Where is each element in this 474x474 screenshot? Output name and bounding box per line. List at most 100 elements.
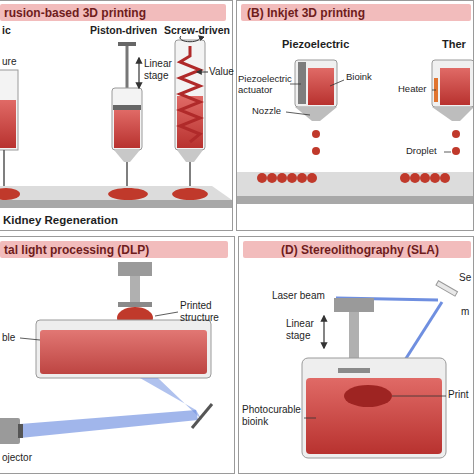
panel-header: (D) Stereolithography (SLA) — [243, 241, 471, 258]
method-name: Piston-driven — [90, 24, 157, 36]
leader-line — [155, 312, 178, 316]
piezo-actuator — [298, 62, 306, 104]
screw — [180, 46, 200, 142]
print-bed-edge — [0, 200, 232, 208]
part-label: Se — [459, 272, 471, 284]
bioink — [306, 378, 442, 454]
droplet — [297, 173, 307, 183]
part-label: ojector — [2, 452, 32, 464]
droplet — [287, 173, 297, 183]
leader-line — [392, 396, 446, 397]
stage-block — [334, 298, 374, 312]
projector — [0, 418, 20, 444]
droplet — [430, 173, 440, 183]
resin-vat — [302, 358, 446, 458]
droplet — [420, 173, 430, 183]
droplet — [257, 173, 267, 183]
resin-vat — [36, 320, 211, 378]
bioink — [40, 330, 207, 374]
syringe-tip — [114, 150, 140, 162]
print-bed — [236, 172, 474, 196]
method-name: ic — [2, 24, 11, 36]
part-label: Nozzle — [252, 106, 281, 117]
motion-arrow — [138, 58, 139, 88]
leader-line — [197, 72, 208, 73]
light-beam — [20, 410, 198, 438]
panel-header: tal light processing (DLP) — [0, 241, 228, 258]
printed-droplets — [257, 173, 450, 183]
part-label: Value — [209, 66, 234, 78]
panel-frame: (D) Stereolithography (SLA) — [238, 236, 474, 474]
panel-frame: tal light processing (DLP) — [0, 236, 235, 474]
print-head — [295, 60, 337, 107]
droplet — [277, 173, 287, 183]
droplet — [452, 147, 460, 155]
droplet — [400, 173, 410, 183]
part-label: Bioink — [346, 72, 372, 83]
bioink — [440, 68, 470, 105]
nozzle — [432, 107, 474, 121]
droplet — [267, 173, 277, 183]
printed-structure — [344, 385, 392, 407]
scanning-mirror — [436, 281, 458, 296]
stage-block — [118, 262, 152, 276]
syringe-barrel — [175, 40, 205, 150]
bioink — [114, 110, 140, 148]
light-beam — [140, 378, 202, 420]
leader-line — [20, 338, 40, 340]
part-label: Heater — [398, 84, 427, 95]
part-label: ure — [2, 56, 16, 68]
droplet — [307, 173, 317, 183]
print-head — [432, 60, 474, 107]
print-bed-edge — [236, 196, 474, 204]
needle — [126, 162, 128, 186]
part-label: Linear stage — [286, 318, 320, 341]
build-plate — [338, 368, 370, 373]
panel-title: (B) Inkjet 3D printing — [247, 6, 365, 20]
method-name: Screw-driven — [164, 24, 230, 36]
method-name: Ther — [442, 38, 466, 51]
leader-line — [444, 152, 451, 153]
part-label: m — [461, 306, 469, 318]
syringe-barrel — [0, 70, 18, 150]
print-bed — [0, 186, 232, 200]
part-label: ble — [2, 332, 15, 344]
droplet — [452, 130, 460, 138]
leader-line — [432, 90, 436, 91]
printed-structure — [108, 188, 148, 200]
bioink — [0, 100, 16, 148]
part-label: Piezoelectric actuator — [238, 74, 302, 96]
piston — [113, 105, 141, 110]
projector-lens — [18, 424, 23, 438]
droplet — [410, 173, 420, 183]
syringe-barrel — [112, 88, 142, 150]
plunger-handle — [118, 42, 136, 46]
panel-title: rusion-based 3D printing — [4, 6, 146, 20]
part-label: Linear stage — [144, 58, 184, 81]
leader-line — [304, 418, 316, 419]
needle — [3, 150, 5, 186]
printed-strand — [0, 188, 20, 200]
rotation-arrow — [180, 36, 200, 42]
part-label: Print — [448, 389, 469, 401]
needle — [189, 162, 191, 186]
bioink — [308, 68, 334, 105]
mirror — [192, 404, 212, 428]
printed-structure — [172, 188, 208, 200]
build-plate — [118, 302, 152, 307]
leader-line — [286, 112, 310, 115]
method-name: Piezoelectric — [282, 38, 349, 51]
droplet — [440, 173, 450, 183]
figure-label: Kidney Regeneration — [3, 214, 118, 227]
droplet — [312, 130, 320, 138]
panel-title: (D) Stereolithography (SLA) — [281, 243, 439, 257]
motion-arrow — [323, 316, 324, 348]
panel-header: (B) Inkjet 3D printing — [241, 4, 471, 21]
droplet — [312, 147, 320, 155]
panel-title: tal light processing (DLP) — [4, 243, 149, 257]
part-label: Printed structure — [180, 300, 236, 323]
part-label: Droplet — [406, 146, 437, 157]
stage-rod — [130, 276, 140, 304]
